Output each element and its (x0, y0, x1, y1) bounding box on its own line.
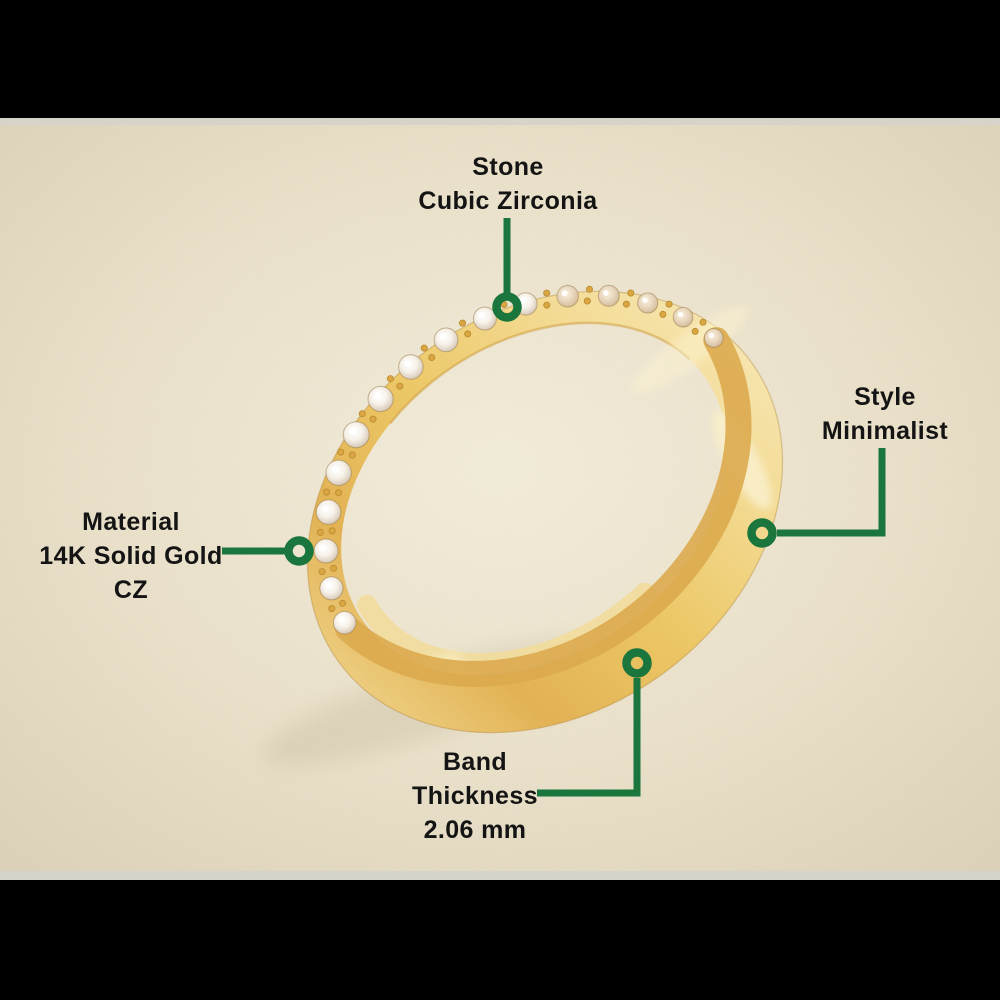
style-title: Style (854, 383, 916, 411)
band-thickness-title: Band (442, 748, 508, 776)
ring-stones (313, 284, 724, 635)
band-thickness-value: 2.06 mm (423, 816, 527, 844)
style-connector-line (777, 448, 886, 537)
material-value-2: CZ (113, 576, 149, 604)
background-texture (0, 118, 1000, 880)
band-thickness-marker-circle (622, 648, 652, 678)
callout-connectors (222, 218, 886, 797)
stone-marker-circle (492, 292, 522, 322)
callout-stone: Stone Cubic Zirconia (358, 150, 658, 218)
style-value: Minimalist (821, 417, 949, 445)
band-thickness-title-2: Thickness (412, 782, 538, 810)
stone-value: Cubic Zirconia (418, 187, 598, 215)
film-edge-top (0, 118, 1000, 125)
ring-band (263, 284, 784, 766)
stone-title: Stone (472, 153, 544, 181)
letterbox-bottom (0, 880, 1000, 1000)
style-marker-circle (747, 518, 777, 548)
callout-band-thickness: Band Thickness 2.06 mm (350, 745, 600, 847)
material-marker-circle (284, 536, 314, 566)
callout-style: Style Minimalist (770, 380, 1000, 448)
pave-channel (334, 327, 752, 687)
letterbox-top (0, 0, 1000, 118)
material-title: Material (82, 508, 180, 536)
film-edge-bottom (0, 871, 1000, 880)
material-value: 14K Solid Gold (39, 542, 223, 570)
band-thickness-connector-line (537, 678, 641, 797)
callout-material: Material 14K Solid Gold CZ (6, 505, 256, 607)
